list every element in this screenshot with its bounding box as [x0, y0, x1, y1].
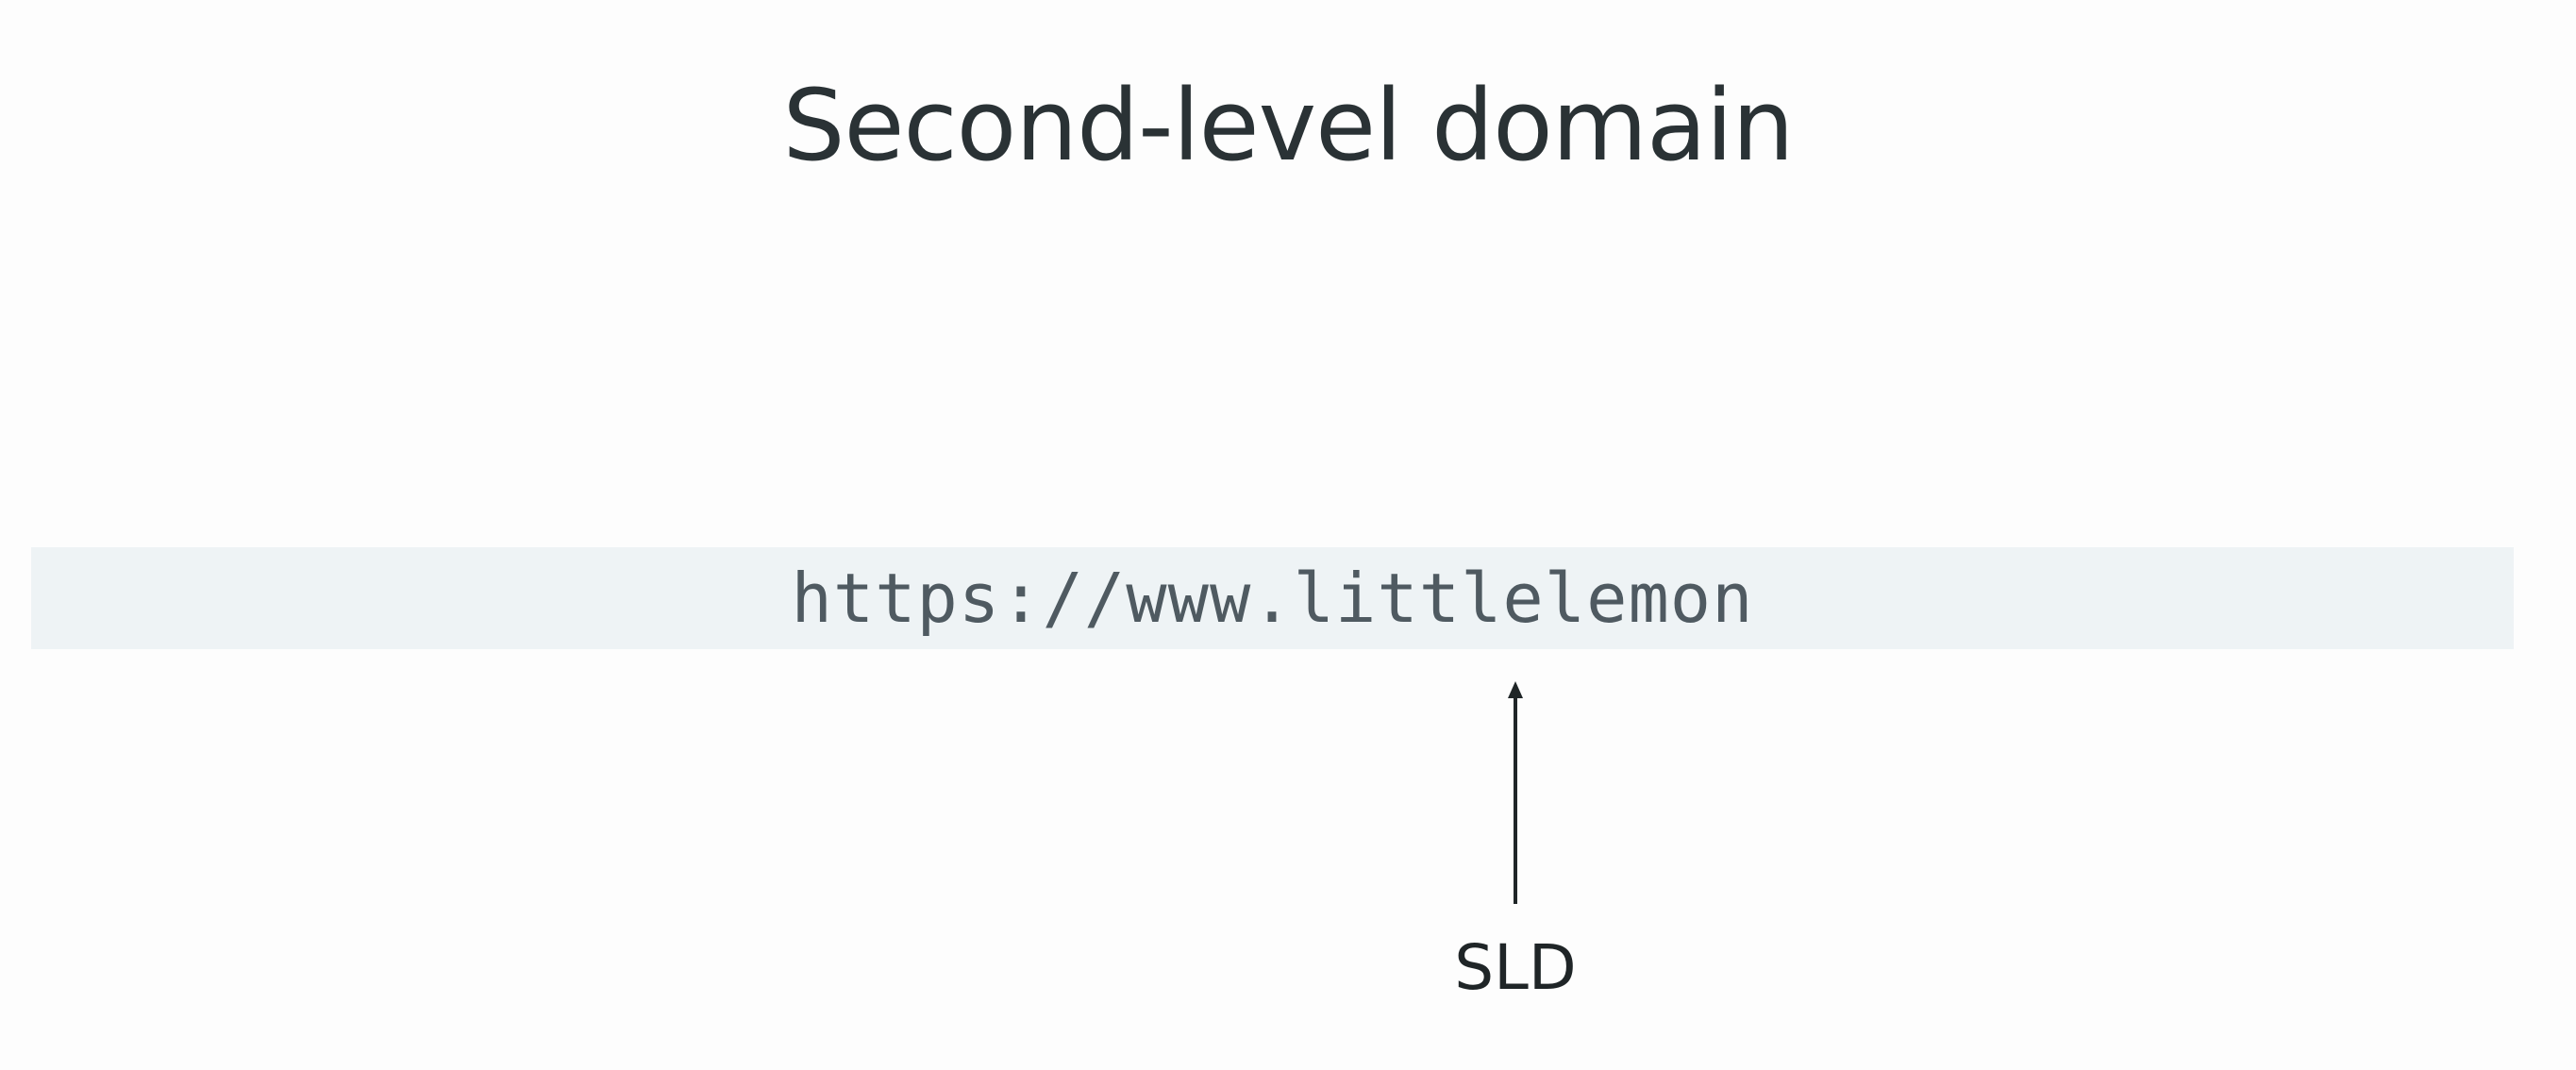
- sld-label: SLD: [1454, 931, 1577, 1004]
- url-text: https://www.littlelemon: [791, 559, 1754, 638]
- url-band: https://www.littlelemon: [31, 547, 2514, 649]
- slide-title: Second-level domain: [782, 68, 1794, 183]
- arrow-up-icon: [1508, 681, 1523, 904]
